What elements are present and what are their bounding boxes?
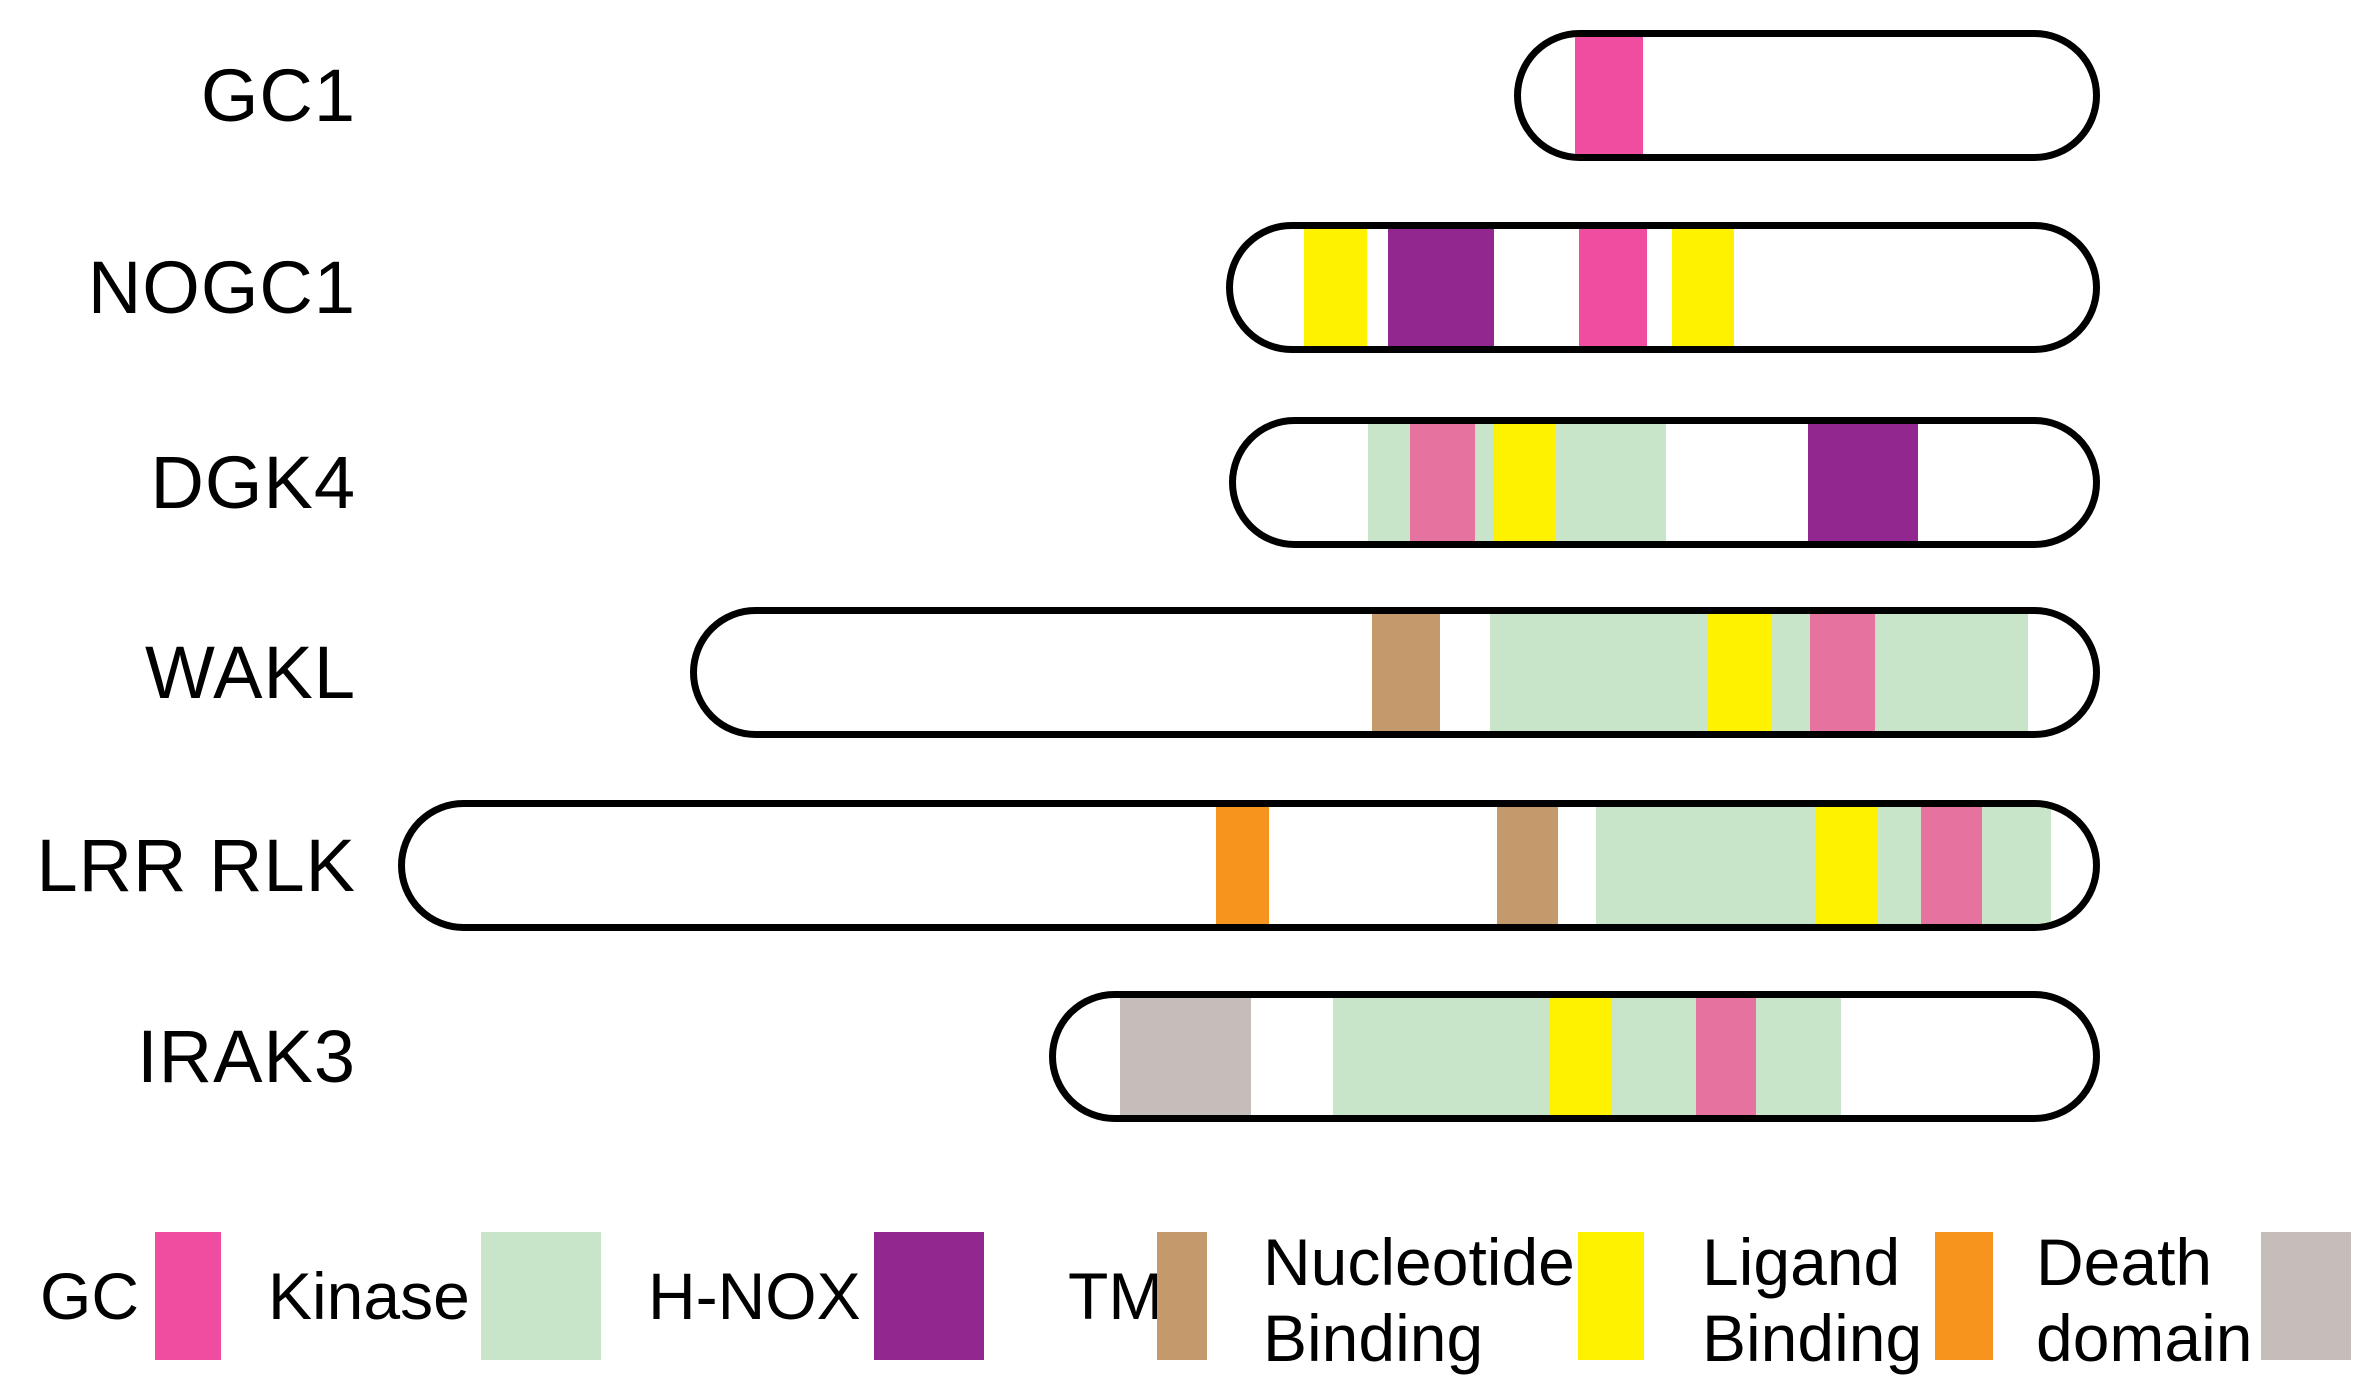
domain-band-tm-lrr-rlk xyxy=(1497,807,1558,924)
domain-band-nucleotide-binding-dgk4 xyxy=(1494,424,1556,541)
protein-capsule-dgk4 xyxy=(1229,417,2100,548)
protein-capsule-lrr-rlk xyxy=(398,800,2100,931)
domain-band-nucleotide-binding-wakl xyxy=(1708,614,1772,731)
domain-band-gc-wakl xyxy=(1810,614,1875,731)
protein-capsule-gc1 xyxy=(1514,30,2100,161)
legend-swatch-ligand-binding xyxy=(1935,1232,1993,1360)
legend-label-tm: TM xyxy=(1068,1258,1163,1334)
legend-label-line: Ligand xyxy=(1702,1225,1901,1299)
legend-label-line: Death xyxy=(2036,1225,2213,1299)
domain-band-nucleotide-binding-nogc1 xyxy=(1672,229,1734,346)
domain-band-h-nox-nogc1 xyxy=(1388,229,1494,346)
domain-band-nucleotide-binding-irak3 xyxy=(1550,998,1611,1115)
legend-label-line: Binding xyxy=(1702,1301,1923,1375)
protein-label-dgk4: DGK4 xyxy=(150,441,356,524)
legend-swatch-death-domain xyxy=(2261,1232,2351,1360)
protein-label-gc1: GC1 xyxy=(200,54,356,137)
domain-band-gc-dgk4 xyxy=(1410,424,1475,541)
protein-capsule-nogc1 xyxy=(1226,222,2100,353)
legend-label-line: Nucleotide xyxy=(1263,1225,1575,1299)
legend-label-text: TM xyxy=(1068,1259,1164,1333)
legend-swatch-tm xyxy=(1157,1232,1207,1360)
domain-band-gc-nogc1 xyxy=(1579,229,1647,346)
domain-band-gc-irak3 xyxy=(1696,998,1756,1115)
legend-label-text: H-NOX xyxy=(648,1259,861,1333)
legend-swatch-gc xyxy=(155,1232,221,1360)
legend-label-text: Kinase xyxy=(268,1259,470,1333)
legend-label-h-nox: H-NOX xyxy=(648,1258,861,1334)
domain-band-tm-wakl xyxy=(1372,614,1440,731)
domain-band-gc-gc1 xyxy=(1575,37,1643,154)
domain-band-gc-lrr-rlk xyxy=(1921,807,1982,924)
legend-swatch-h-nox xyxy=(874,1232,984,1360)
domain-band-nucleotide-binding-nogc1 xyxy=(1304,229,1367,346)
protein-label-nogc1: NOGC1 xyxy=(87,246,356,329)
domain-band-death-domain-irak3 xyxy=(1120,998,1251,1115)
legend-label-gc: GC xyxy=(40,1258,139,1334)
domain-band-h-nox-dgk4 xyxy=(1808,424,1918,541)
domain-band-nucleotide-binding-lrr-rlk xyxy=(1815,807,1878,924)
legend-label-kinase: Kinase xyxy=(268,1258,470,1334)
domain-band-ligand-binding-lrr-rlk xyxy=(1216,807,1269,924)
legend-label-line: Binding xyxy=(1263,1301,1484,1375)
legend-label-text: GC xyxy=(40,1259,139,1333)
protein-capsule-wakl xyxy=(690,607,2100,738)
protein-label-lrr-rlk: LRR RLK xyxy=(36,824,356,907)
protein-label-irak3: IRAK3 xyxy=(137,1015,356,1098)
legend-label-line: domain xyxy=(2036,1301,2253,1375)
legend-swatch-kinase xyxy=(481,1232,601,1360)
protein-label-wakl: WAKL xyxy=(145,631,356,714)
legend-swatch-nucleotide-binding xyxy=(1578,1232,1644,1360)
protein-capsule-irak3 xyxy=(1049,991,2100,1122)
